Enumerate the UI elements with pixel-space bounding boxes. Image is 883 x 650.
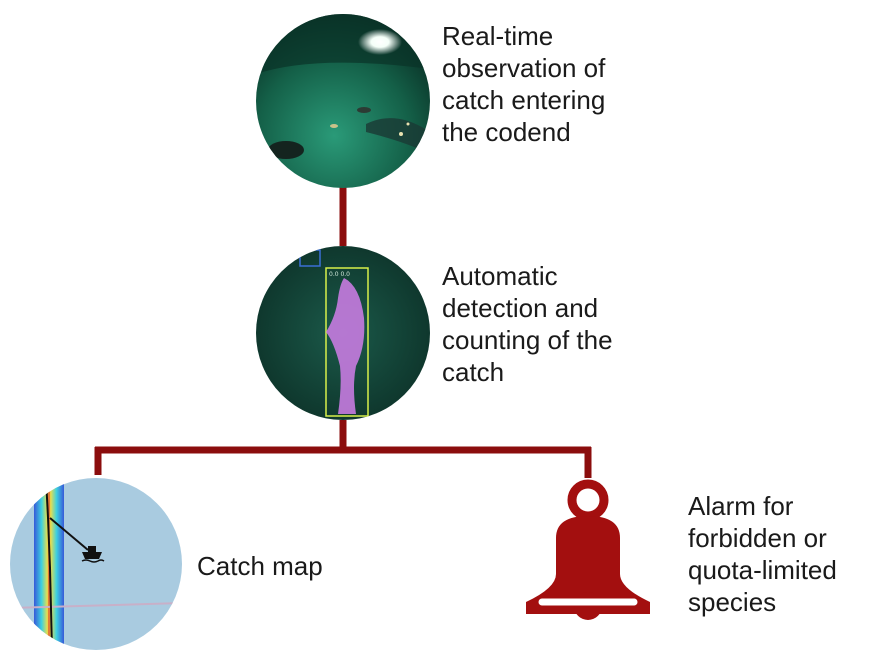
- detection-photo: 0.0 0.0: [256, 246, 430, 420]
- boat-icon: [81, 546, 105, 563]
- detection-label: Automatic detection and counting of the …: [442, 261, 613, 387]
- alarm-label: Alarm for forbidden or quota-limited spe…: [688, 491, 837, 617]
- underwater-camera-icon: [256, 14, 430, 188]
- observation-label: Real-time observation of catch entering …: [442, 21, 606, 147]
- bell-icon: [526, 479, 650, 620]
- observation-photo: [256, 14, 430, 188]
- catch-map: [10, 478, 182, 650]
- catch-map-label: Catch map: [197, 551, 323, 581]
- fish-detection-icon: 0.0 0.0: [256, 246, 430, 420]
- heatmap-icon: [10, 478, 182, 650]
- svg-text:0.0 0.0: 0.0 0.0: [329, 271, 350, 278]
